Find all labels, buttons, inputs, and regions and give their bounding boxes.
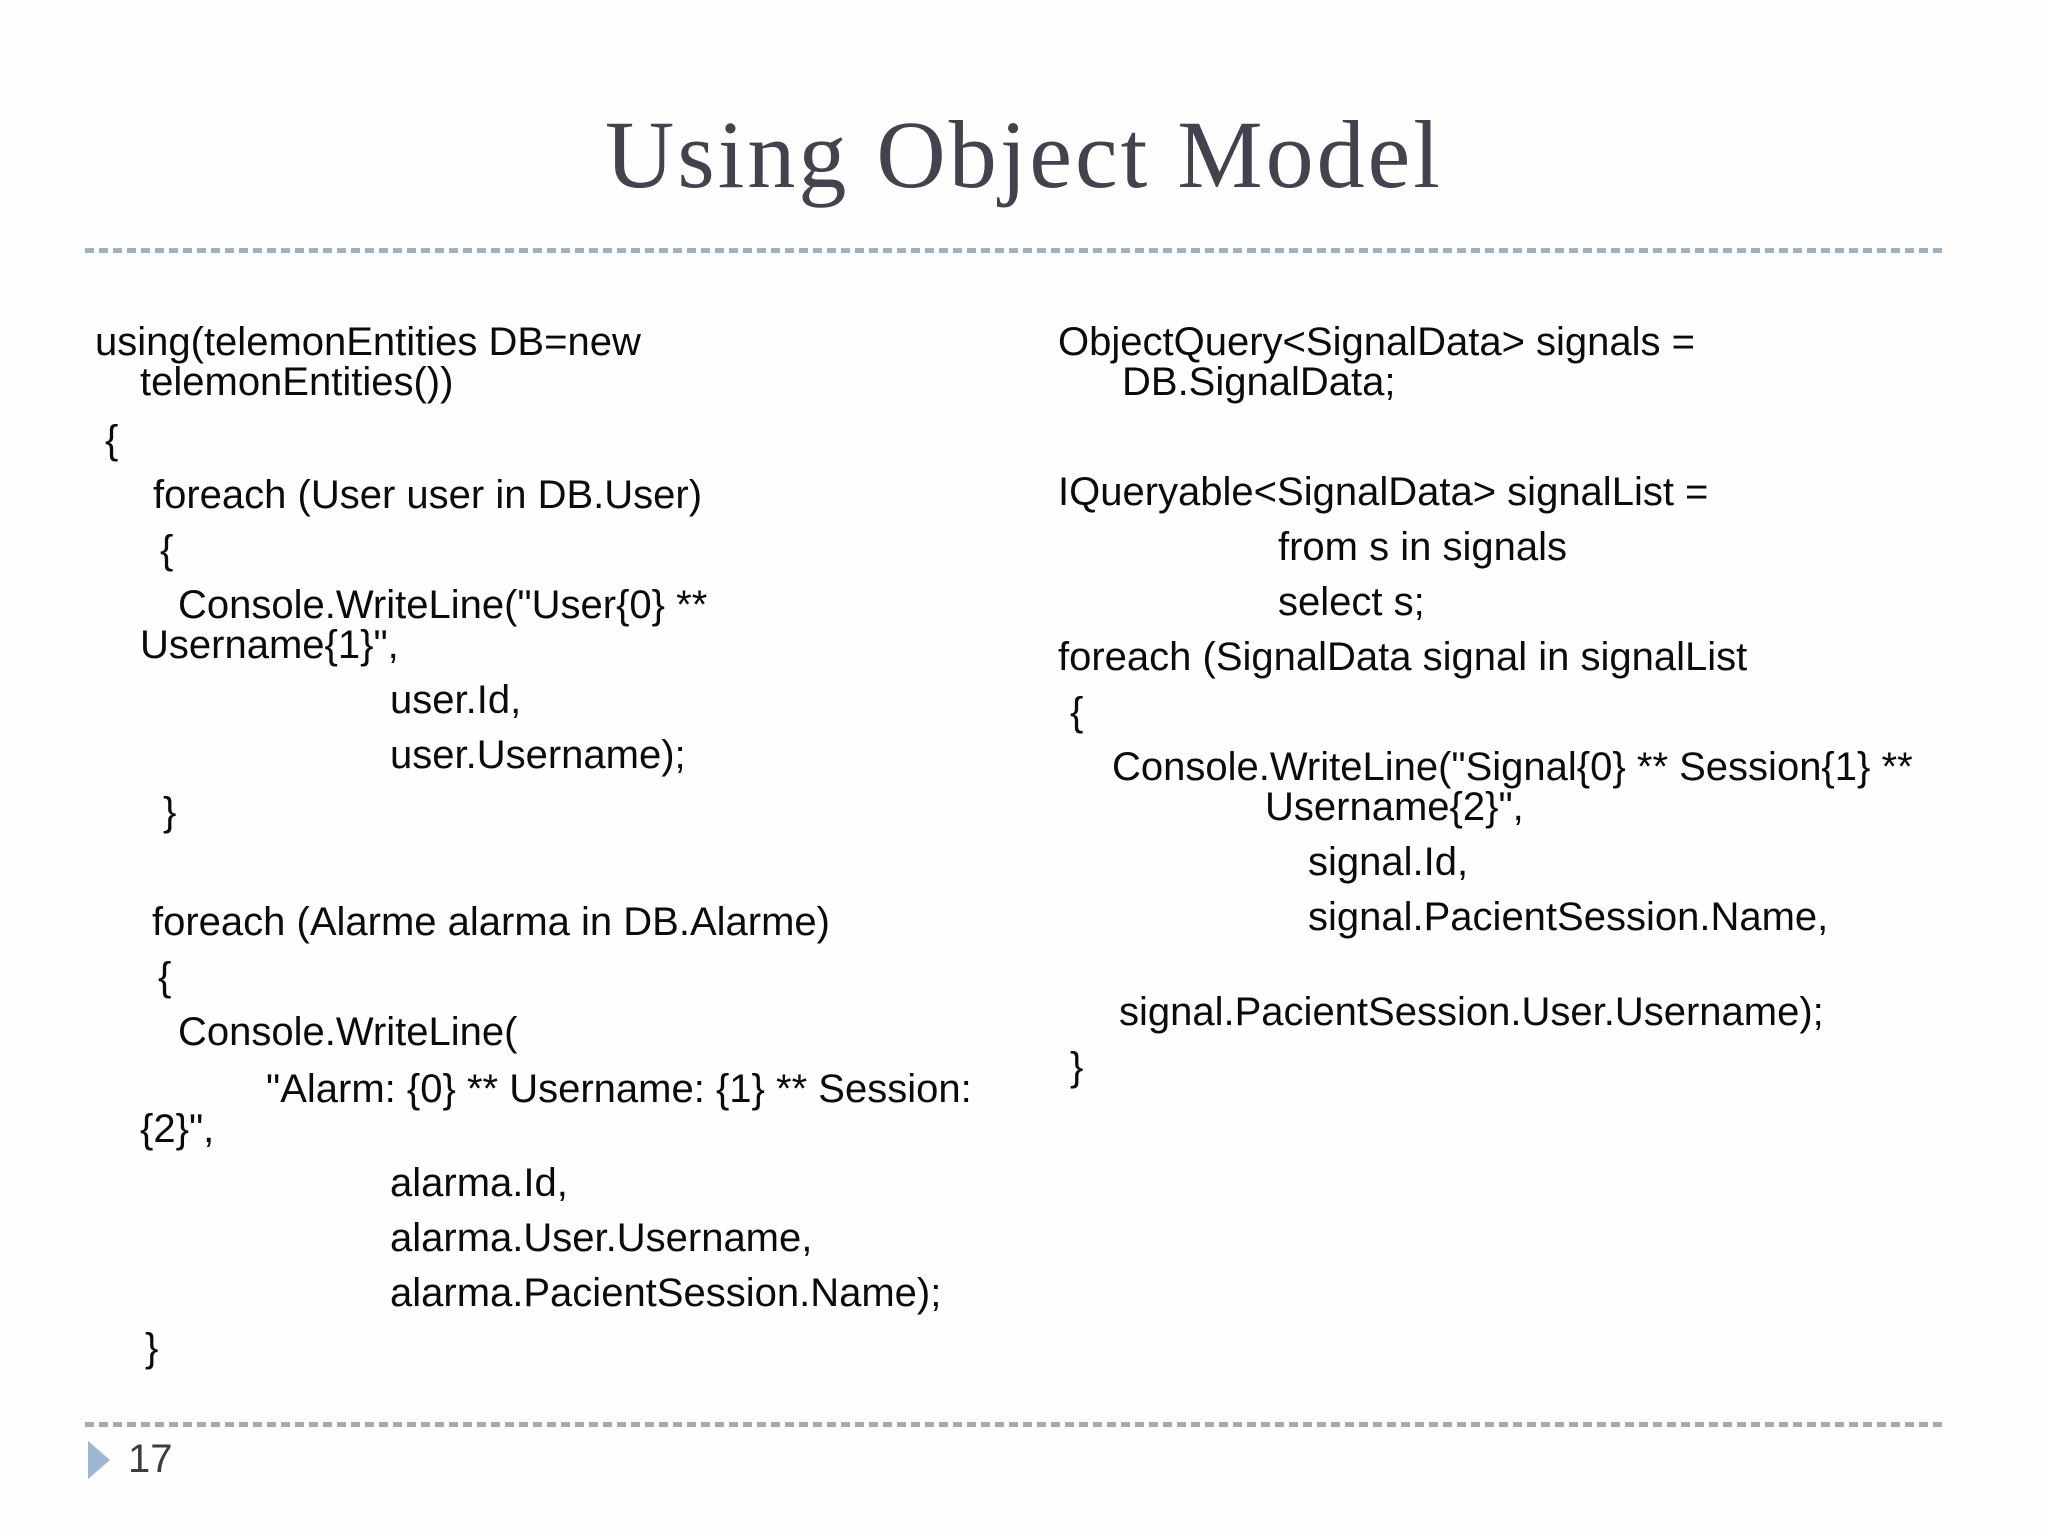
page-number: 17 (128, 1437, 173, 1481)
code-line: { (158, 955, 172, 999)
code-line: { (105, 418, 119, 462)
code-line: signal.Id, (1308, 840, 1469, 884)
code-line: {2}", (140, 1107, 215, 1151)
code-line: } (145, 1326, 159, 1370)
code-line: Username{2}", (1265, 785, 1524, 829)
code-line: Console.WriteLine("Signal{0} ** Session{… (1112, 745, 1913, 789)
code-line: user.Username); (390, 733, 686, 777)
top-dashed-divider (85, 248, 1945, 253)
code-line: Console.WriteLine( (178, 1010, 518, 1054)
code-line: } (163, 790, 177, 834)
code-line: DB.SignalData; (1122, 360, 1396, 404)
code-line: ObjectQuery<SignalData> signals = (1058, 320, 1696, 364)
code-line: signal.PacientSession.User.Username); (1119, 990, 1824, 1034)
bottom-dashed-divider (85, 1422, 1945, 1427)
code-line: } (1070, 1045, 1084, 1089)
code-line: using(telemonEntities DB=new (95, 320, 641, 364)
code-line: foreach (SignalData signal in signalList (1058, 635, 1748, 679)
code-line: foreach (User user in DB.User) (153, 473, 703, 517)
slide-title: Using Object Model (605, 101, 1443, 208)
code-line: foreach (Alarme alarma in DB.Alarme) (152, 900, 830, 944)
code-line: Console.WriteLine("User{0} ** (178, 583, 708, 627)
code-line: select s; (1278, 580, 1425, 624)
code-line: { (160, 528, 174, 572)
code-line: telemonEntities()) (140, 360, 454, 404)
code-line: IQueryable<SignalData> signalList = (1058, 470, 1709, 514)
code-column-right: ObjectQuery<SignalData> signals =DB.Sign… (1058, 322, 1998, 1087)
code-line: signal.PacientSession.Name, (1308, 895, 1829, 939)
code-line: alarma.Id, (390, 1161, 568, 1205)
code-line: alarma.User.Username, (390, 1216, 813, 1260)
code-line: alarma.PacientSession.Name); (390, 1271, 942, 1315)
code-line: { (1070, 690, 1084, 734)
code-line: Username{1}", (140, 623, 399, 667)
code-line: from s in signals (1278, 525, 1567, 569)
code-line: user.Id, (390, 678, 522, 722)
code-line: "Alarm: {0} ** Username: {1} ** Session: (266, 1067, 972, 1111)
slide-footer-arrow-icon (88, 1441, 110, 1479)
